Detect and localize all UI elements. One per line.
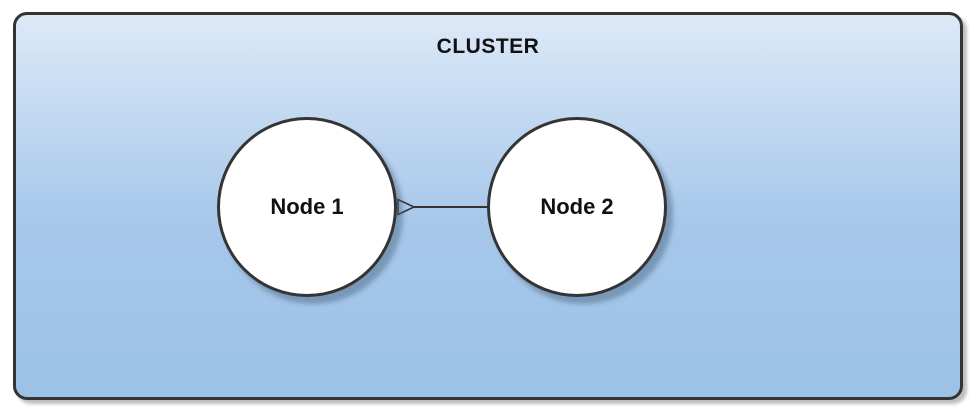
node-2-label: Node 2 xyxy=(540,194,614,219)
cluster-title: CLUSTER xyxy=(436,35,540,58)
node-1-label: Node 1 xyxy=(270,194,344,219)
node-1: Node 1 xyxy=(217,117,397,297)
node-2: Node 2 xyxy=(487,117,667,297)
